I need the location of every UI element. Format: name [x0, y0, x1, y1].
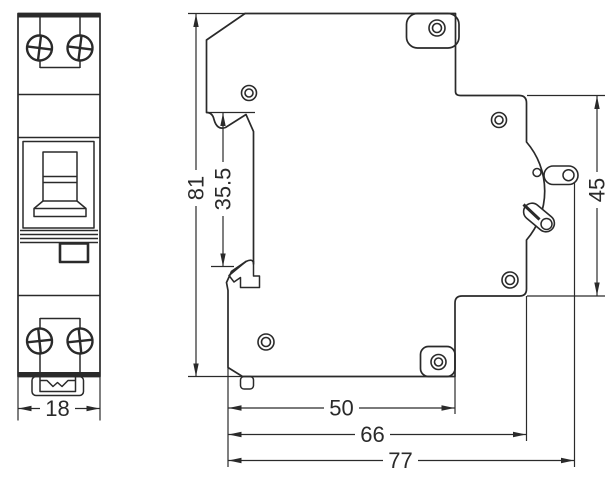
rivet-icon	[428, 19, 446, 37]
dim-77: 77	[228, 448, 574, 473]
dim-77-label: 77	[388, 448, 412, 473]
dim-45-label: 45	[585, 178, 610, 202]
screw-terminal-icon	[25, 327, 54, 355]
screw-terminal-icon	[66, 327, 94, 355]
dim-45: 45	[527, 94, 610, 297]
dim-18-label: 18	[45, 396, 69, 421]
toggle-recess	[22, 140, 95, 229]
top-mounting-ear	[405, 12, 460, 49]
boss-pivot-hole	[532, 167, 542, 178]
toggle-switch	[22, 140, 95, 229]
lever-end-hole	[540, 217, 553, 231]
vent-stripes	[20, 229, 98, 244]
screw-terminal-icon	[66, 34, 94, 62]
dim-35-5-label: 35.5	[211, 168, 236, 211]
side-body-outline	[205, 12, 546, 378]
lever-edge-accent	[522, 203, 541, 221]
front-view: 18	[17, 12, 101, 421]
dim-81-label: 81	[184, 176, 209, 200]
dim-66: 66	[228, 422, 526, 447]
din-spring-clip	[228, 260, 261, 289]
rivet-icon	[257, 333, 275, 351]
rivet-icon	[490, 111, 508, 129]
rivet-icon	[240, 84, 258, 102]
toggle-flare	[33, 200, 87, 210]
arrowhead	[86, 405, 100, 412]
dim-66-label: 66	[360, 422, 384, 447]
dim-50: 50	[228, 396, 455, 421]
rivet-icon	[501, 271, 519, 289]
side-view: 81 35.5 45	[184, 12, 610, 473]
rivet-icon	[430, 353, 447, 371]
dim-35-5: 35.5	[206, 111, 255, 268]
arrowhead	[18, 405, 32, 412]
label-window	[58, 242, 90, 264]
rivets	[240, 19, 519, 371]
dim-81: 81	[184, 12, 246, 378]
dim-50-label: 50	[329, 396, 353, 421]
screw-terminal-icon	[25, 34, 54, 62]
lever-horizontal	[543, 165, 579, 186]
dim-18: 18	[17, 377, 101, 421]
bottom-mounting-tab	[419, 345, 456, 378]
toggle-base	[33, 207, 87, 218]
din-claw-tab	[239, 375, 255, 390]
din-clip-front	[31, 375, 85, 397]
lever-end-hole	[562, 168, 575, 182]
toggle-lever-mechanism	[522, 165, 579, 233]
